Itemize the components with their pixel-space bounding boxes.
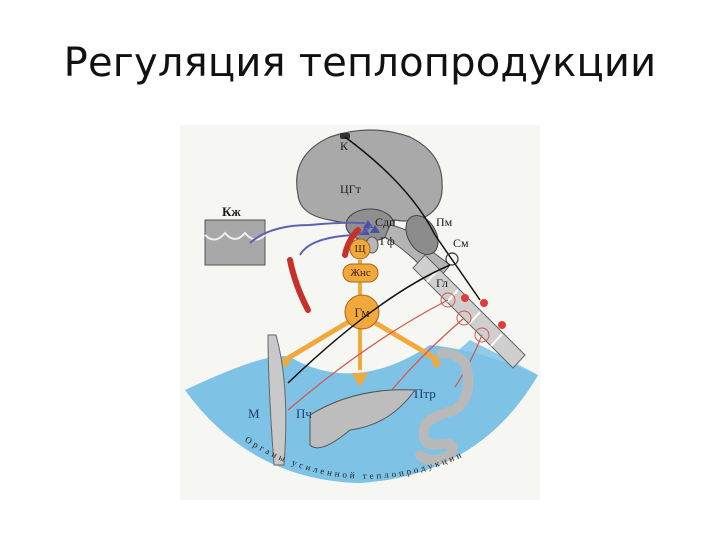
spinal-cord-illustration [412, 252, 526, 369]
heat-regulation-diagram: Органы усиленной теплопродукции К ЦГт Сд… [180, 125, 540, 500]
muscle-illustration [267, 334, 287, 466]
label-liver: Пч [296, 406, 312, 421]
label-muscle: М [248, 406, 260, 421]
label-hormones: Гм [354, 305, 370, 320]
brain-illustration [296, 129, 481, 301]
label-skin: Кж [222, 204, 241, 219]
label-cortex: К [340, 139, 349, 153]
label-midbrain: Сдп [375, 215, 396, 229]
liver-illustration [309, 389, 416, 449]
label-medulla: Пм [436, 215, 453, 229]
label-heat-center: ЦГт [340, 182, 361, 196]
label-thyroid: Щ [354, 243, 366, 255]
label-spinal-cord: См [453, 236, 469, 250]
label-pituitary: Гф [380, 234, 395, 248]
label-gut: Птр [414, 386, 436, 401]
label-ganglion: Гл [436, 276, 449, 290]
slide-title: Регуляция теплопродукции [63, 40, 657, 86]
label-adrenal: Жнс [350, 267, 371, 279]
skin-illustration [204, 219, 266, 266]
stomach-illustration [415, 348, 474, 465]
